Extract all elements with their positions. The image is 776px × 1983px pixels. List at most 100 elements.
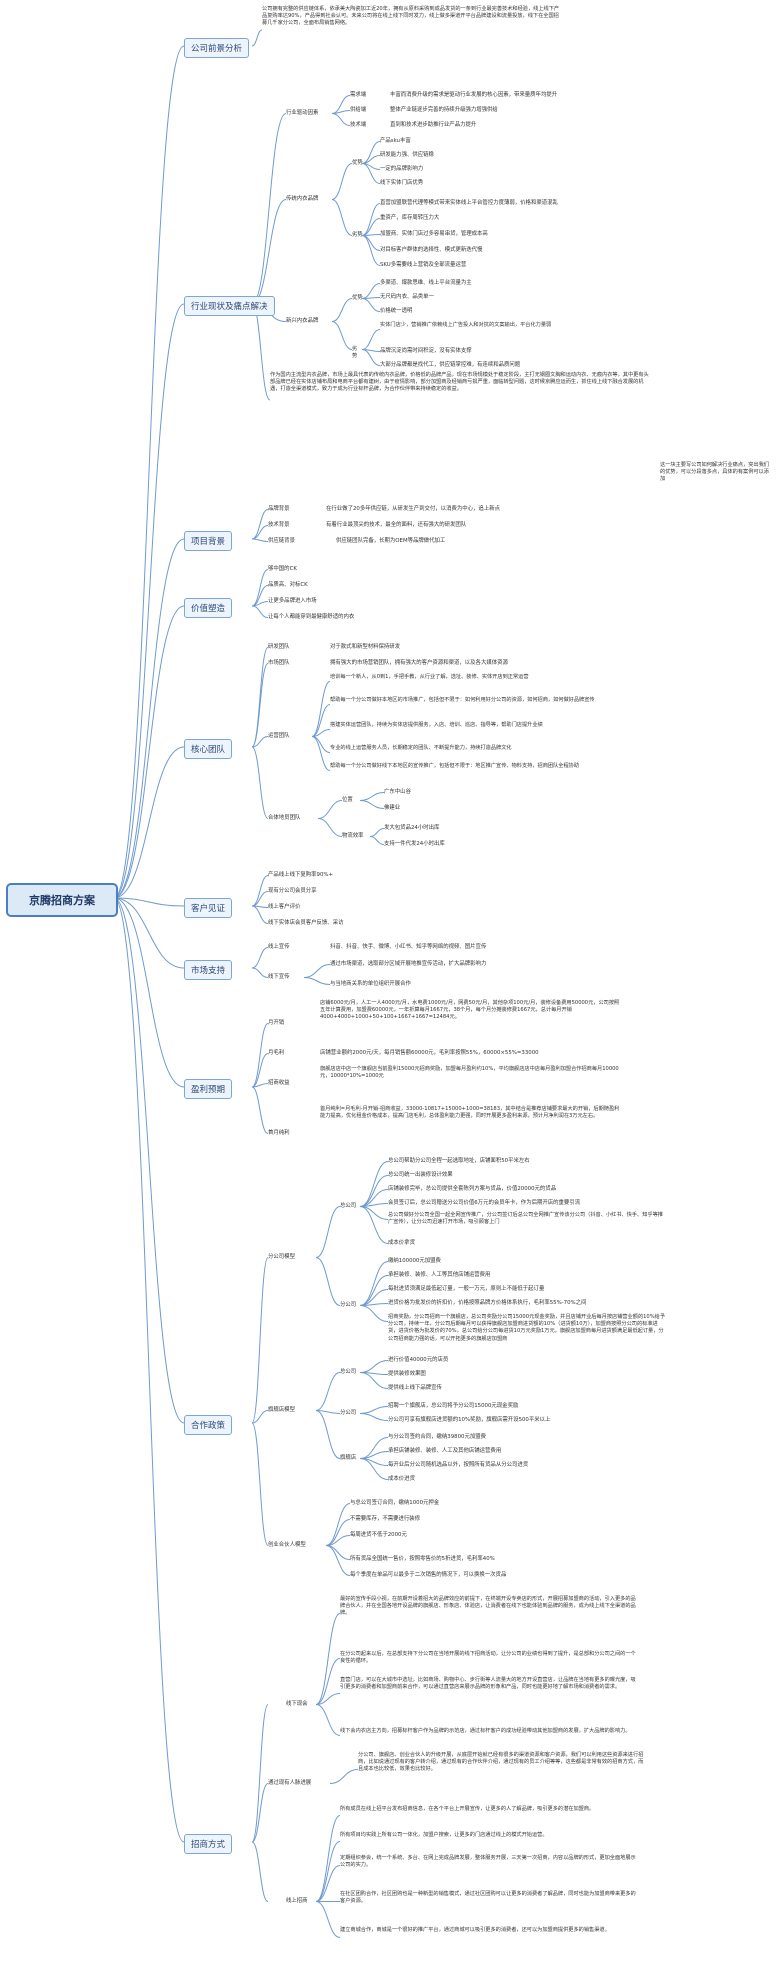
new-dis-1: 实体门店少，营销推广依赖线上广告投入和对抗的文案输出，平台化力量弱 [380,322,552,328]
sub-connector [303,964,331,978]
new-adv-3: 价格统一透明 [380,308,413,314]
topic-profit[interactable]: 盈利预期 [184,1079,233,1099]
trad-dis-5: SKU多需要线上营销及全部流量运营 [380,262,467,268]
method-offline-4: 线下会内衣店主方向，招募标杆客户作为品牌的示范店，通过标杆客户的成功经验带动其他… [340,1728,631,1734]
topic-connector [251,736,269,748]
trad-dis-2: 重资产，库存周转压力大 [380,215,440,221]
policy-hq-5: 总公司做好分公司全国一起全网宣传推广，分公司签订后总公司全网推广宣传该分公司（抖… [388,1212,663,1226]
trad-dis-3: 加盟商、实体门店过多容易串货，管理成本高 [380,231,488,237]
sub-connector [361,298,381,312]
topic-connector [251,1422,269,1546]
topic-company-outlook[interactable]: 公司前景分析 [184,38,250,58]
root-connector-2 [113,538,185,899]
root-connector-6 [113,897,185,969]
topic-market-support[interactable]: 市场支持 [184,960,233,980]
method-offline-1: 最好的宣传手段小视，在前期开设着招大的品牌效应的前提下，在终端开设专卖店的形式，… [340,1596,636,1617]
topic-core-team[interactable]: 核心团队 [184,739,233,759]
sub-connector [359,1413,389,1421]
sub-connector [331,321,353,350]
team-ops-1: 培训每一个新人，从0到1，手把手教，从行业了解，选址、装修、实体开店到正常运营 [330,674,529,680]
new-dis-3: 大部分品牌都是找代工，供应链掌控难，有连续和品质问题 [380,362,521,368]
topic-industry[interactable]: 行业现状及痛点解决 [184,296,275,316]
team-ops-5: 帮助每一个分公司做好线下本地区的宣传推广，包括但不限于：地区推广宣传、物料支持，… [330,763,580,769]
method-offline-2: 在分公司起来以后，在总部支持下分公司在当地开展的线下招商活动，让分公司的业绩也得… [340,1651,636,1665]
topic-connector [251,967,269,978]
sub-connector [359,800,385,809]
sub-connector [331,298,353,322]
value-3: 让更多品牌进入市场 [268,598,317,604]
policy-hq-1: 总公司帮助分公司全程一起选取地址，店铺面积50平米左右 [388,1158,530,1164]
sub-connector [331,163,353,200]
method-offline-label: 线下现会 [286,1701,308,1707]
topic-project-background[interactable]: 项目背景 [184,531,233,551]
policy-partner-2: 不需要库存，不需要进行装修 [350,1516,421,1522]
team-ops-label: 运营团队 [268,733,290,739]
team-ops-2: 帮助每一个分公司做好本地区的市场推广，包括但不限于：如何利用好分公司的资源，如何… [330,697,595,703]
topic-connector [251,1783,269,1843]
topic-method[interactable]: 招商方式 [184,1834,233,1854]
profit-gross-text: 店铺营业额约2000元/天，每月销售额60000元，毛利率按照55%，60000… [320,1050,539,1056]
sub-connector [361,349,381,366]
new-brand-label: 新兴内衣品牌 [286,318,319,324]
topic-connector [251,647,269,748]
policy-branch-4: 进货价格为批发价的折扣价，价格按照品牌方价格体系执行，毛利率55%-70%之间 [388,1300,587,1306]
method-online-3: 定期组织参会，统一个系统、多台、在网上完成品牌发展，整体服务开展，三天第一次招商… [340,1855,636,1869]
team-efficiency-1: 发大包货品24小时出库 [384,825,440,831]
method-online-label: 线上招商 [286,1898,308,1904]
topic-value[interactable]: 价值塑造 [184,598,233,618]
profit-net-text: 首月纯利=月毛利-月开销-招商收益，33000-10817+15000+1000… [320,1106,620,1120]
project-tech-label: 技术背景 [268,522,290,528]
sub-connector [317,818,343,837]
new-dis-2: 品牌沉淀尚需时间积淀，没有实体支撑 [380,348,472,354]
sub-connector [311,681,331,737]
project-brand-label: 品牌背景 [268,506,290,512]
policy-branch-3: 每批进货须满足最低起订量，一般一万元，原则上不能低于起订量 [388,1286,545,1292]
topic-policy[interactable]: 合作政策 [184,1415,233,1435]
sub-connector [303,977,331,985]
root-connector-0 [113,45,185,899]
root-connector-9 [113,897,185,1843]
root-connector-1 [113,303,185,899]
team-ops-3: 搭建实体运营团队，持续为实体店提供服务，入店、培训、巡店、指导等，帮助门店提升业… [330,722,543,728]
policy-branch-1: 缴纳100000元加盟费 [388,1258,441,1264]
sub-connector [359,1175,389,1207]
sub-connector [311,736,331,771]
trad-adv-4: 线下实体门店优秀 [380,180,424,186]
root-node[interactable]: 京腾招商方案 [6,883,118,917]
sub-connector [315,1815,341,1902]
sub-connector [331,199,353,236]
driver-supply-text: 整体产业链逐步完善的持续升级强力增强供给 [390,107,498,113]
driver-supply-label: 供给端 [350,107,367,113]
policy-flag-own-3: 每开业后分公司随机选品以外，按照所有货品从分公司进货 [388,1462,529,1468]
policy-flag-hq-2: 提供装修效果图 [388,1371,426,1377]
customer-3: 线上客户评价 [268,904,301,910]
customer-4: 线下实体店会员客户反馈、采访 [268,920,344,926]
policy-partner-label: 创业合伙人模型 [268,1542,306,1548]
trad-adv-1: 产品sku丰富 [380,138,411,144]
topic-customer-testimony[interactable]: 客户见证 [184,898,233,918]
sub-connector [315,1841,341,1902]
value-1: 够中国的CK [268,566,297,572]
policy-flag-own-2: 承担店铺装修、装修、人工及其他店铺运营费用 [388,1448,502,1454]
topic-connector [251,1704,269,1843]
new-adv-label: 优势 [352,295,363,301]
industry-driver-label: 行业驱动因素 [286,110,319,116]
industry-summary: 作为国内主流型内衣品牌，市场上最具代表的传统内衣品牌，价格低的品牌产品，现在市场… [270,372,649,393]
policy-flag-own-1: 与分公司签约合同，缴纳39800元加盟费 [388,1434,487,1440]
sub-connector [359,1458,389,1480]
new-adv-2: 无尺码内衣、品类单一 [380,294,434,300]
sub-connector [369,828,385,837]
topic-connector [251,947,269,969]
sub-connector [361,163,381,184]
sub-connector [361,235,381,251]
sub-connector [315,1693,341,1705]
sub-connector [315,1410,341,1414]
trad-dis-1: 直营加盟联营代理等模式带来实体线上平台管控力度薄弱，价格和渠道混乱 [380,200,558,206]
root-connector-8 [113,897,185,1424]
project-supply-text: 供应链团队完备，长期为OEM等品牌做代加工 [336,538,446,544]
sub-connector [329,1769,359,1784]
sub-connector [369,836,385,845]
root-connector-5 [113,897,185,907]
method-online-1: 所有成员在线上招平台发布招商信息，在各个平台上开展宣传，让更多的人了解品牌，吸引… [340,1806,595,1812]
